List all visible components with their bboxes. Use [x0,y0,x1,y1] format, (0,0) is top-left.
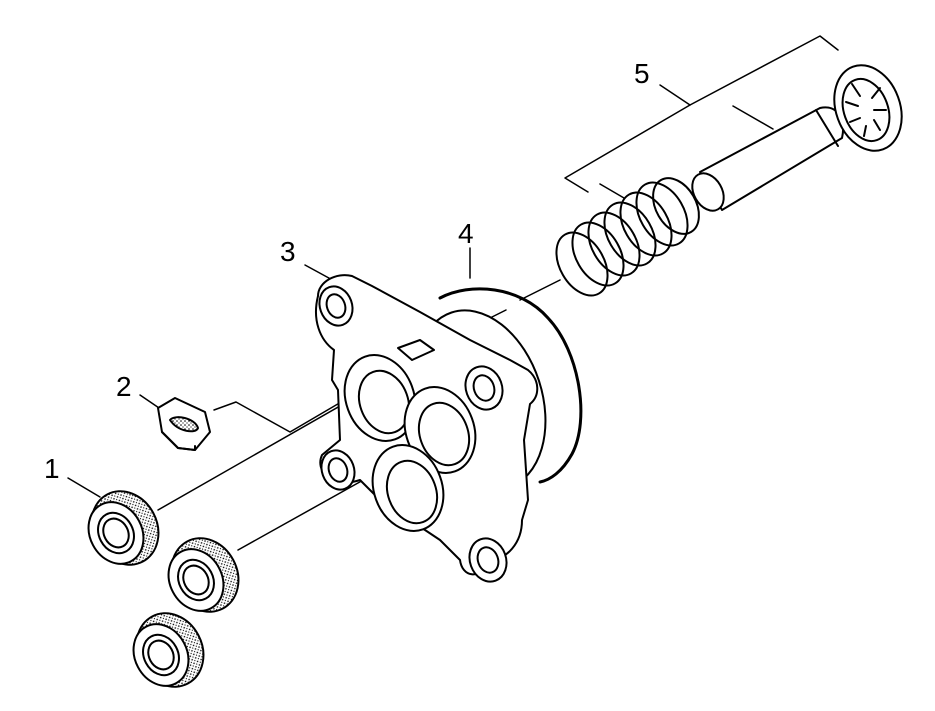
callout-2: 2 [116,371,132,402]
leader-1 [67,477,101,498]
callout-5: 5 [634,58,650,89]
axis-spring [519,279,561,301]
callout-3: 3 [280,236,296,267]
axis-flange [489,309,507,319]
seal-ring-2 [167,537,240,613]
o-ring [438,287,583,484]
leader-5-bracket [659,35,839,106]
callout-4: 4 [458,218,474,249]
leader-5-spring-bracket [564,104,691,193]
leader-2-bracket [213,397,349,433]
cylinder-flange [315,274,547,583]
retaining-clip [833,64,903,152]
small-seal [157,397,211,451]
spring [555,177,700,297]
seal-ring-1 [87,490,160,566]
seal-ring-3 [132,612,205,688]
callout-1: 1 [44,453,60,484]
leader-5-pin [732,105,774,130]
leader-5-spring [599,183,625,199]
